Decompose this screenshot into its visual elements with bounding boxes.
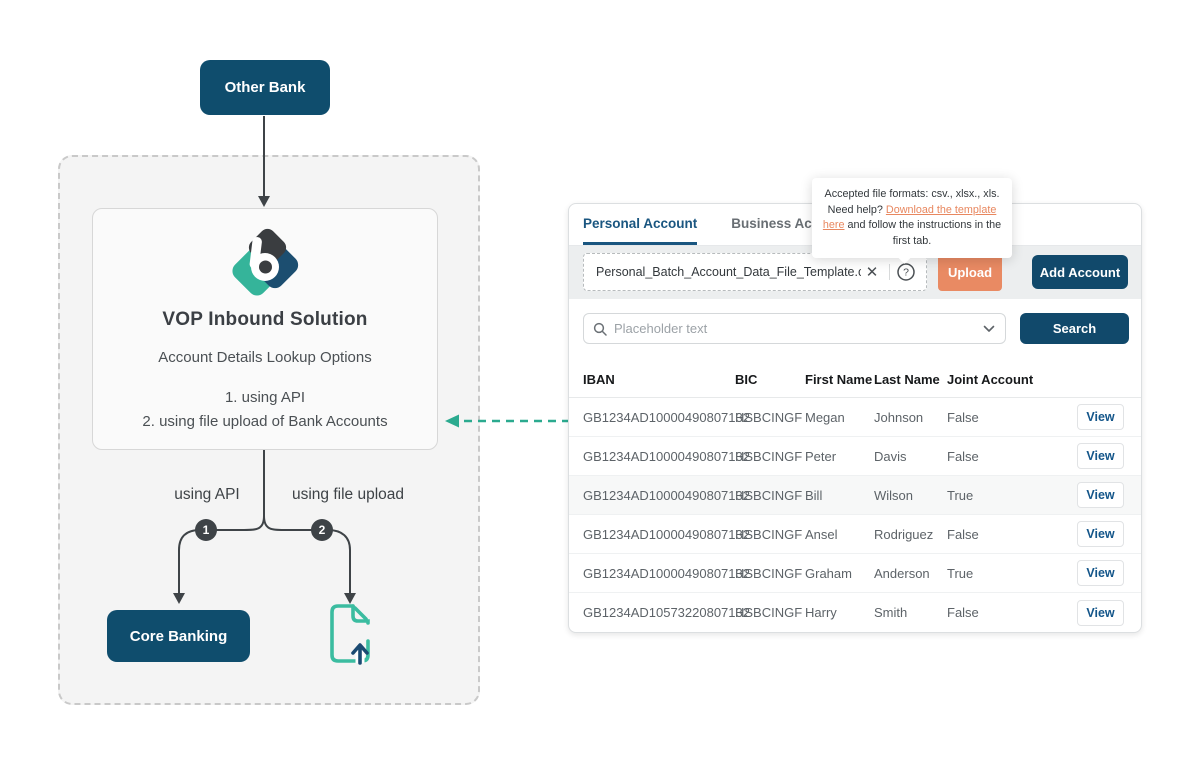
view-button[interactable]: View — [1077, 443, 1124, 469]
cell-joint-account: True — [947, 565, 974, 581]
branch-number-1-badge: 1 — [195, 519, 217, 541]
cell-first-name: Graham — [805, 565, 852, 581]
table-body: GB1234AD10000490807132 HSBCINGF Megan Jo… — [569, 398, 1141, 632]
vop-logo-icon — [232, 228, 299, 296]
add-account-button[interactable]: Add Account — [1032, 255, 1128, 289]
cell-last-name: Davis — [874, 448, 907, 464]
table-row: GB1234AD10000490807132 HSBCINGF Megan Jo… — [569, 398, 1141, 437]
file-upload-icon — [330, 604, 370, 665]
cell-iban: GB1234AD10000490807132 — [583, 409, 750, 425]
table-row: GB1234AD10000490807132 HSBCINGF Ansel Ro… — [569, 515, 1141, 554]
col-header-first-name: First Name — [805, 371, 873, 387]
cell-first-name: Peter — [805, 448, 837, 464]
col-header-last-name: Last Name — [874, 371, 940, 387]
branch-label-using-api: using API — [174, 486, 240, 503]
cell-bic: HSBCINGF — [735, 409, 803, 425]
tab-personal-account-label: Personal Account — [583, 215, 698, 231]
selected-filename: Personal_Batch_Account_Data_File_Templat… — [596, 265, 861, 279]
file-input[interactable]: Personal_Batch_Account_Data_File_Templat… — [583, 253, 927, 291]
tab-personal-account[interactable]: Personal Account — [583, 204, 698, 245]
table-header-row: IBAN BIC First Name Last Name Joint Acco… — [569, 361, 1141, 398]
vop-option-2: 2. using file upload of Bank Accounts — [142, 413, 388, 430]
view-button[interactable]: View — [1077, 482, 1124, 508]
view-button[interactable]: View — [1077, 521, 1124, 547]
cell-last-name: Anderson — [874, 565, 930, 581]
cell-last-name: Smith — [874, 605, 908, 620]
search-button[interactable]: Search — [1020, 313, 1129, 344]
core-banking-node: Core Banking — [107, 610, 250, 662]
cell-first-name: Ansel — [805, 526, 838, 542]
cell-iban: GB1234AD10573220807132 — [583, 605, 750, 620]
vop-inbound-node: VOP Inbound Solution Account Details Loo… — [92, 208, 438, 450]
cell-bic: HSBCINGF — [735, 448, 803, 464]
upload-button[interactable]: Upload — [938, 253, 1002, 291]
cell-joint-account: False — [947, 526, 979, 542]
table-row: GB1234AD10000490807132 HSBCINGF Graham A… — [569, 554, 1141, 593]
other-bank-label: Other Bank — [224, 79, 306, 96]
search-row: Search — [569, 313, 1141, 344]
col-header-bic: BIC — [735, 371, 758, 387]
cell-joint-account: False — [947, 409, 979, 425]
cell-last-name: Rodriguez — [874, 526, 934, 542]
table-row: GB1234AD10573220807132 HSBCINGF Harry Sm… — [569, 593, 1141, 632]
vop-subtitle: Account Details Lookup Options — [158, 349, 372, 366]
table-row: GB1234AD10000490807132 HSBCINGF Bill Wil… — [569, 476, 1141, 515]
view-button[interactable]: View — [1077, 560, 1124, 586]
view-button[interactable]: View — [1077, 404, 1124, 430]
cell-bic: HSBCINGF — [735, 565, 803, 581]
cell-iban: GB1234AD10000490807132 — [583, 487, 750, 503]
search-input[interactable] — [614, 321, 983, 336]
help-question-icon[interactable]: ? — [896, 262, 916, 282]
cell-joint-account: False — [947, 448, 979, 464]
vop-title: VOP Inbound Solution — [162, 309, 368, 330]
clear-file-icon[interactable]: ✕ — [865, 264, 879, 281]
cell-joint-account: False — [947, 605, 979, 620]
cell-last-name: Johnson — [874, 409, 924, 425]
cell-iban: GB1234AD10000490807132 — [583, 565, 750, 581]
download-template-link[interactable]: Download the template here — [822, 203, 997, 232]
cell-bic: HSBCINGF — [735, 487, 803, 503]
table-row: GB1234AD10000490807132 HSBCINGF Peter Da… — [569, 437, 1141, 476]
col-header-iban: IBAN — [583, 371, 615, 387]
search-icon — [593, 322, 607, 336]
cell-last-name: Wilson — [874, 487, 914, 503]
cell-bic: HSBCINGF — [735, 605, 803, 620]
branch-label-using-file-upload: using file upload — [291, 486, 405, 503]
svg-text:?: ? — [903, 267, 909, 279]
tooltip-text-before: Accepted file formats: csv., xlsx., xls.… — [824, 188, 1000, 216]
cell-first-name: Megan — [805, 409, 845, 425]
col-header-joint-account: Joint Account — [947, 371, 1034, 387]
cell-iban: GB1234AD10000490807132 — [583, 448, 750, 464]
cell-first-name: Harry — [805, 605, 837, 620]
core-banking-label: Core Banking — [129, 627, 228, 645]
cell-iban: GB1234AD10000490807132 — [583, 526, 750, 542]
accounts-panel: Personal Account Business Account Person… — [568, 203, 1142, 633]
branch-number-2-badge: 2 — [311, 519, 333, 541]
divider — [889, 264, 890, 280]
search-field[interactable] — [583, 313, 1006, 344]
cell-first-name: Bill — [805, 487, 823, 503]
file-format-tooltip: Accepted file formats: csv., xlsx., xls.… — [812, 178, 1012, 264]
cell-joint-account: True — [947, 487, 974, 503]
tooltip-text-after: and follow the instructions in the first… — [844, 219, 1002, 247]
chevron-down-icon[interactable] — [983, 325, 995, 333]
vop-option-1: 1. using API — [224, 389, 306, 406]
other-bank-node: Other Bank — [200, 60, 330, 115]
cell-bic: HSBCINGF — [735, 526, 803, 542]
view-button[interactable]: View — [1077, 599, 1124, 626]
